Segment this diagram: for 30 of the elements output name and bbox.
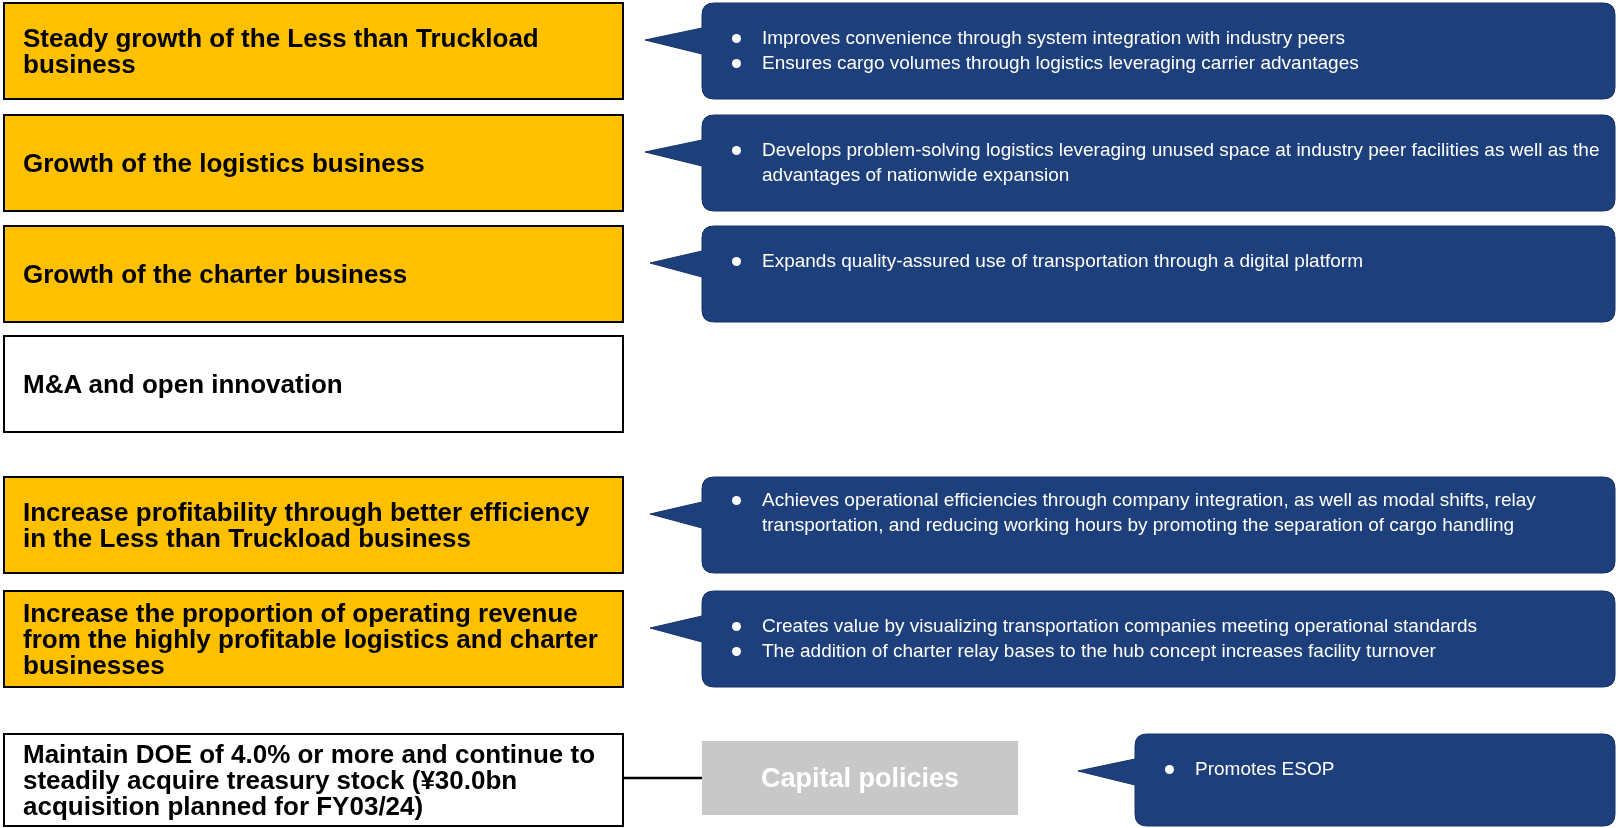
bullet-text: Achieves operational efficiencies through company integration, as well as modal shifts, relay transportation, and reducing working hours by promoting the separation of cargo handling: [702, 488, 1602, 538]
speech-callout: [650, 590, 1616, 688]
goal-box: [3, 114, 624, 212]
goal-box: [3, 335, 624, 433]
goal-text: Growth of the charter business: [23, 261, 408, 287]
speech-callout: [645, 114, 1616, 212]
connector-line: [624, 776, 702, 780]
goal-text: Increase profitability through better efficiency in the Less than Truckload business: [23, 499, 591, 551]
bullet-text: Ensures cargo volumes through logistics leveraging carrier advantages: [702, 50, 1602, 76]
goal-box: [3, 2, 624, 100]
bullet-text: Promotes ESOP: [1135, 757, 1602, 782]
goal-text: M&A and open innovation: [23, 371, 343, 397]
speech-callout: [650, 225, 1616, 323]
goal-box: [3, 225, 624, 323]
goal-box: [3, 476, 624, 574]
bullet-text: Develops problem-solving logistics leveraging unused space at industry peer facilities as well as the advantages of nationwide expansion: [702, 138, 1602, 188]
bullet-text: The addition of charter relay bases to the hub concept increases facility turnover: [702, 638, 1602, 664]
goal-box: [3, 733, 624, 827]
bullet-text: Expands quality-assured use of transportation through a digital platform: [702, 249, 1602, 274]
goal-text: Increase the proportion of operating revenue from the highly profitable logistics and charter businesses: [23, 600, 599, 678]
speech-callout: [650, 476, 1616, 574]
goal-text: Growth of the logistics business: [23, 150, 425, 176]
bullet-text: Improves convenience through system integration with industry peers: [702, 26, 1602, 51]
goal-text: Maintain DOE of 4.0% or more and continue to steadily acquire treasury stock (¥30.0bn acquisition planned for FY03/24): [23, 741, 597, 819]
goal-box: [3, 590, 624, 688]
goal-text: Steady growth of the Less than Truckload business: [23, 25, 540, 77]
policy-box: [702, 741, 1018, 815]
speech-callout: [1078, 733, 1616, 827]
speech-callout: [645, 2, 1616, 100]
bullet-text: Creates value by visualizing transportation companies meeting operational standards: [702, 614, 1602, 639]
